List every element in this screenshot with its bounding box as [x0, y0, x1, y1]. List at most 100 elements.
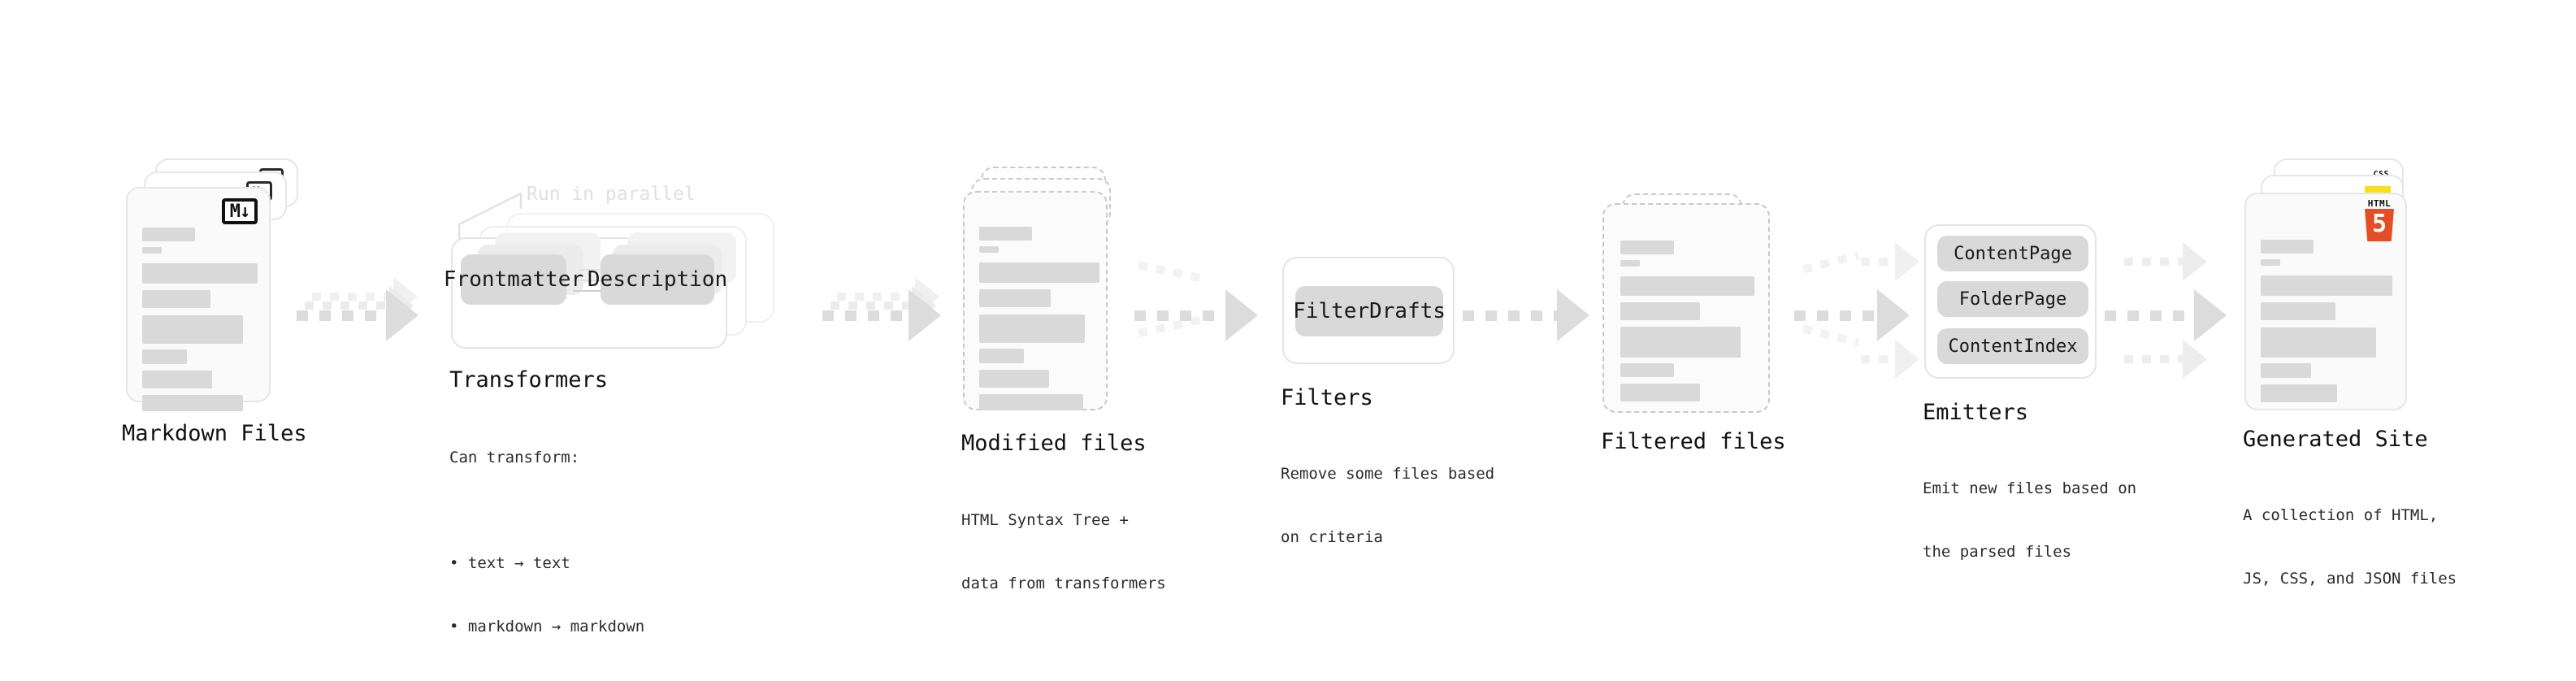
doc-bar — [1620, 363, 1674, 377]
markdown-icon: M↓ — [222, 198, 258, 224]
arrow-head — [1877, 289, 1910, 341]
modified-desc-line1: HTML Syntax Tree + — [961, 511, 1129, 529]
markdown-doc-front: M↓ — [126, 187, 271, 411]
filters-desc-line2: on criteria — [1281, 528, 1383, 546]
emitters-description: Emit new files based on the parsed files — [1923, 436, 2136, 605]
html5-icon-shield — [2365, 209, 2394, 241]
doc-bar — [142, 263, 258, 284]
generated-site-description: A collection of HTML, JS, CSS, and JSON … — [2243, 462, 2457, 631]
arrow-head — [1557, 289, 1589, 341]
arrow-dashes — [1463, 310, 1557, 321]
arrow-dashes — [1861, 355, 1895, 363]
markdown-doc-stack: M↓ M↓ M↓ — [126, 158, 301, 419]
arrow-head — [2183, 340, 2207, 379]
flow-arrow-md-to-transformers — [297, 289, 418, 341]
modified-doc-stack — [963, 167, 1134, 427]
arrow-dashes — [1134, 310, 1225, 321]
html5-icon-label: HTML — [2367, 198, 2392, 209]
doc-bar — [142, 395, 243, 411]
doc-bar — [142, 371, 212, 388]
arrow-head — [909, 289, 941, 341]
transformers-desc-list: text → text markdown → markdown html → h… — [449, 510, 644, 681]
doc-bar — [2261, 240, 2314, 254]
doc-bar — [1620, 327, 1741, 358]
arrow-dashes — [1861, 258, 1895, 266]
doc-bar — [1620, 302, 1700, 320]
modified-files-description: HTML Syntax Tree + data from transformer… — [961, 467, 1166, 636]
arrow-head — [2194, 289, 2227, 341]
run-in-parallel-label: Run in parallel — [527, 184, 696, 205]
doc-bar — [2261, 327, 2376, 358]
doc-bar — [142, 228, 195, 241]
filters-title: Filters — [1281, 385, 1373, 410]
arrow-head — [1895, 242, 1919, 281]
filter-pill-filterdrafts[interactable]: FilterDrafts — [1293, 286, 1446, 336]
flow-arrow-filtered-fan-up — [1802, 251, 1860, 274]
modified-files-title: Modified files — [961, 431, 1147, 456]
emitters-desc-line2: the parsed files — [1923, 543, 2072, 561]
flow-arrow-emitters-to-site-top — [2124, 242, 2207, 281]
filtered-files-title: Filtered files — [1601, 429, 1786, 454]
arrow-dashes — [2105, 310, 2194, 321]
doc-bar — [979, 370, 1049, 388]
arrow-dashes — [305, 301, 389, 310]
flow-arrow-filtered-to-emitters-top — [1861, 242, 1919, 281]
doc-bar — [1620, 241, 1674, 254]
modified-desc-line2: data from transformers — [961, 575, 1166, 592]
emitters-title: Emitters — [1923, 400, 2029, 425]
transformer-pill-frontmatter[interactable]: Frontmatter — [444, 254, 583, 305]
generated-desc-line2: JS, CSS, and JSON files — [2243, 570, 2457, 588]
transformer-pill-description[interactable]: Description — [588, 254, 727, 305]
flow-arrow-filtered-to-emitters-bottom — [1861, 340, 1919, 379]
doc-bar — [142, 315, 243, 344]
filtered-doc-stack — [1602, 193, 1773, 437]
generated-doc-front: HTML 5 — [2244, 193, 2407, 410]
arrow-dashes — [297, 310, 386, 321]
transformers-title: Transformers — [449, 367, 609, 393]
arrow-dashes — [1794, 310, 1877, 321]
filters-group: FilterDrafts — [1282, 257, 1455, 364]
generated-desc-line1: A collection of HTML, — [2243, 506, 2439, 524]
doc-bar — [1620, 260, 1640, 267]
arrow-dashes — [1137, 261, 1208, 284]
flow-arrow-emitters-to-site-bottom — [2124, 340, 2207, 379]
arrow-dashes — [2124, 258, 2183, 266]
emitter-pill-contentindex[interactable]: ContentIndex — [1937, 328, 2088, 364]
doc-bar — [979, 289, 1051, 307]
filters-desc-line1: Remove some files based — [1281, 465, 1495, 483]
markdown-files-title: Markdown Files — [122, 421, 307, 446]
arrow-head — [2183, 242, 2207, 281]
emitter-pill-contentpage[interactable]: ContentPage — [1937, 236, 2088, 271]
filters-description: Remove some files based on criteria — [1281, 421, 1494, 590]
arrow-dashes — [837, 293, 915, 301]
arrow-dashes — [312, 293, 393, 301]
stage-modified-files: Modified files HTML Syntax Tree + data f… — [961, 167, 1166, 592]
generated-doc-stack: CSS HTML 5 — [2244, 158, 2423, 419]
emitters-desc-line1: Emit new files based on — [1923, 479, 2137, 497]
emitter-pill-folderpage[interactable]: FolderPage — [1937, 281, 2088, 317]
filtered-doc-front — [1602, 203, 1770, 413]
doc-bar — [142, 247, 162, 254]
html5-icon-number: 5 — [2371, 209, 2387, 238]
modified-doc-front — [963, 191, 1108, 410]
doc-bar — [2261, 259, 2280, 266]
arrow-dashes — [822, 310, 909, 321]
flow-arrow-filtered-to-emitters — [1794, 289, 1910, 341]
arrow-dashes — [830, 301, 912, 310]
doc-bar — [2261, 363, 2311, 378]
stage-generated-site: CSS HTML 5 Generated Site — [2243, 158, 2457, 588]
stage-filtered-files: Filtered files — [1601, 193, 1786, 454]
html5-icon: HTML 5 — [2365, 198, 2394, 241]
arrow-head — [386, 289, 418, 341]
doc-bar — [1620, 276, 1754, 296]
flow-arrow-transformers-to-modified — [822, 289, 941, 341]
emitters-group: ContentPage FolderPage ContentIndex — [1924, 224, 2097, 379]
transformer-group-front: Frontmatter Description — [444, 232, 736, 349]
flow-arrow-emitters-to-site — [2105, 289, 2227, 341]
flow-arrow-modified-to-filters-upper — [1137, 261, 1208, 284]
doc-bar — [2261, 384, 2337, 402]
flow-arrow-modified-to-filters — [1134, 289, 1258, 341]
generated-site-title: Generated Site — [2243, 427, 2428, 452]
doc-bar — [979, 227, 1032, 241]
